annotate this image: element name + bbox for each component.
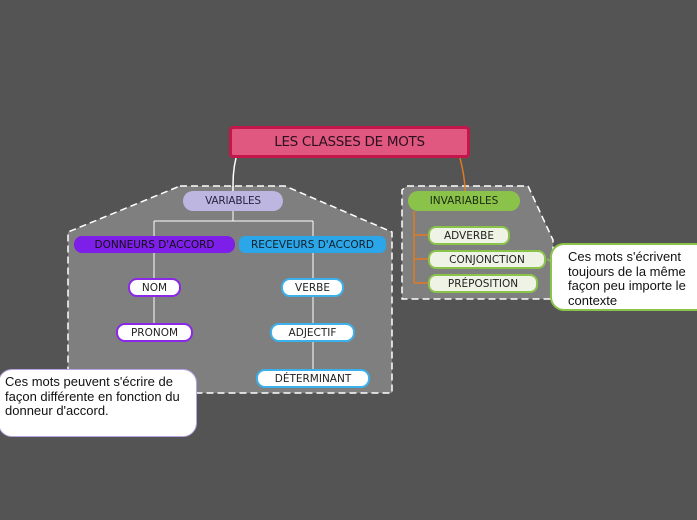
note-invariables[interactable]: Ces mots s'écrivent toujours de la même … — [550, 243, 697, 311]
topic-adjectif[interactable]: ADJECTIF — [270, 323, 355, 342]
topic-adverbe[interactable]: ADVERBE — [428, 226, 510, 245]
connector-title-variables — [232, 157, 237, 192]
topic-pronom[interactable]: PRONOM — [116, 323, 193, 342]
topic-verbe[interactable]: VERBE — [281, 278, 344, 297]
connector-title-invariables — [459, 157, 466, 192]
topic-preposition[interactable]: PRÉPOSITION — [428, 274, 538, 293]
topic-conjonction[interactable]: CONJONCTION — [428, 250, 546, 269]
topic-donneurs-accord[interactable]: DONNEURS D'ACCORD — [74, 236, 235, 253]
connector-variables-split — [153, 211, 314, 236]
topic-invariables[interactable]: INVARIABLES — [408, 191, 520, 211]
main-topic-title[interactable]: LES CLASSES DE MOTS — [229, 126, 470, 158]
topic-nom[interactable]: NOM — [128, 278, 181, 297]
connector-invariables-items — [413, 211, 429, 284]
topic-receveurs-accord[interactable]: RECEVEURS D'ACCORD — [239, 236, 386, 253]
topic-determinant[interactable]: DÉTERMINANT — [256, 369, 370, 388]
note-variables[interactable]: Ces mots peuvent s'écrire de façon diffé… — [0, 369, 197, 437]
topic-variables[interactable]: VARIABLES — [183, 191, 283, 211]
